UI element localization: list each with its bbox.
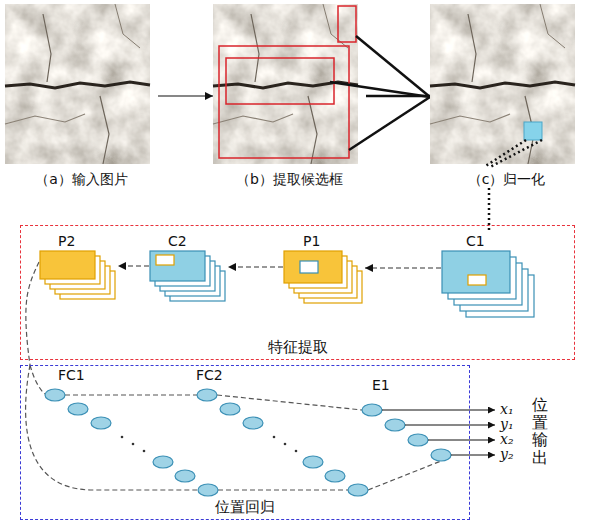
photo-frame — [213, 4, 366, 164]
regression-link — [26, 365, 197, 490]
regression-link — [26, 365, 441, 490]
feature-map-stack — [441, 250, 535, 318]
neuron — [408, 434, 428, 446]
conv-layer: C1 — [441, 232, 537, 318]
output-arrow — [382, 410, 495, 411]
output-caption: 位置输出 — [532, 396, 548, 466]
output-variable: x₂ — [500, 432, 514, 447]
neuron — [153, 456, 173, 468]
output-variable: y₂ — [500, 447, 514, 462]
neuron — [68, 403, 88, 415]
regression-link — [26, 262, 39, 365]
neuron — [243, 417, 263, 429]
candidate-projection-line — [356, 36, 430, 97]
feature-map — [40, 251, 95, 279]
output-variable: y₁ — [500, 417, 514, 432]
receptive-field — [468, 275, 486, 285]
projection-line — [366, 95, 430, 98]
regression-link — [368, 461, 441, 490]
conv-layer: C2 — [149, 232, 228, 302]
photo-frame — [5, 4, 158, 164]
neuron — [91, 417, 111, 429]
feature-map — [150, 251, 205, 281]
neuron — [198, 484, 218, 496]
layer-name: C2 — [149, 232, 228, 250]
ellipsis-dot — [132, 443, 135, 446]
output-arrow — [382, 410, 495, 455]
neuron — [220, 403, 240, 415]
candidate-image-panel: （b）提取候选框 — [213, 4, 366, 188]
candidate-projection-line — [330, 36, 430, 150]
layer-name: P2 — [39, 232, 118, 250]
feature-map-stack — [39, 250, 116, 300]
feature-map-stack — [149, 250, 226, 302]
neuron — [45, 389, 451, 496]
layer-name: FC2 — [196, 368, 223, 383]
candidate-photo — [338, 6, 356, 42]
neuron — [45, 389, 65, 401]
ellipsis-dot — [273, 436, 276, 439]
region-title: 位置回归 — [215, 498, 275, 516]
receptive-field — [156, 255, 174, 265]
layer-name: C1 — [441, 232, 537, 250]
normalized-photo — [490, 140, 542, 167]
regression-region: 位置回归 — [20, 365, 470, 520]
ellipsis-dot — [121, 436, 298, 453]
neuron — [385, 419, 405, 431]
output-arrow — [405, 425, 495, 426]
feature-map — [284, 251, 342, 283]
input-image-panel: （a）输入图片 — [5, 4, 158, 188]
normalized-photo — [484, 140, 526, 167]
pooling-layer: P1 — [283, 232, 365, 304]
flow-arrow — [158, 95, 213, 96]
layer-arrow — [365, 267, 441, 268]
neuron — [431, 449, 451, 461]
normalized-photo — [430, 4, 575, 167]
regression-link — [218, 489, 348, 490]
candidate-photo — [226, 58, 334, 104]
output-arrow — [428, 440, 495, 441]
panel-caption: （b）提取候选框 — [213, 170, 366, 188]
output-arrow — [451, 455, 495, 456]
ellipsis-dot — [143, 450, 146, 453]
panel-caption: （a）输入图片 — [5, 170, 158, 188]
feature-map — [442, 251, 510, 293]
neuron — [362, 404, 382, 416]
pooling-layer: P2 — [39, 232, 118, 300]
normalized-photo — [524, 122, 542, 140]
candidate-projection-line — [349, 97, 430, 150]
input-photo — [5, 4, 150, 164]
photo-frame — [430, 4, 583, 164]
regression-link — [30, 365, 45, 394]
layer-arrow — [118, 265, 149, 266]
ellipsis-dot — [295, 450, 298, 453]
regression-link — [65, 394, 197, 395]
candidate-photo — [219, 46, 349, 158]
input-photo — [5, 4, 150, 164]
feature-region: 特征提取 P2 C2 P1 C1 — [20, 225, 575, 360]
output-variable: x₁ — [500, 402, 514, 417]
feature-map-stack — [283, 250, 363, 304]
receptive-field — [300, 261, 318, 273]
normalized-photo — [430, 4, 575, 164]
region-title: 特征提取 — [268, 338, 328, 356]
neuron — [325, 470, 345, 482]
panel-caption: （c）归一化 — [430, 170, 583, 188]
layer-name: FC1 — [58, 368, 85, 383]
ellipsis-dot — [121, 436, 124, 439]
ellipsis-dot — [284, 443, 287, 446]
neuron — [348, 484, 368, 496]
neuron — [175, 470, 195, 482]
neuron — [197, 389, 217, 401]
layer-name: P1 — [283, 232, 365, 250]
layer-name: E1 — [372, 378, 390, 393]
layer-arrow — [228, 266, 283, 267]
neuron — [303, 456, 323, 468]
normalized-image-panel: （c）归一化 — [430, 4, 583, 188]
